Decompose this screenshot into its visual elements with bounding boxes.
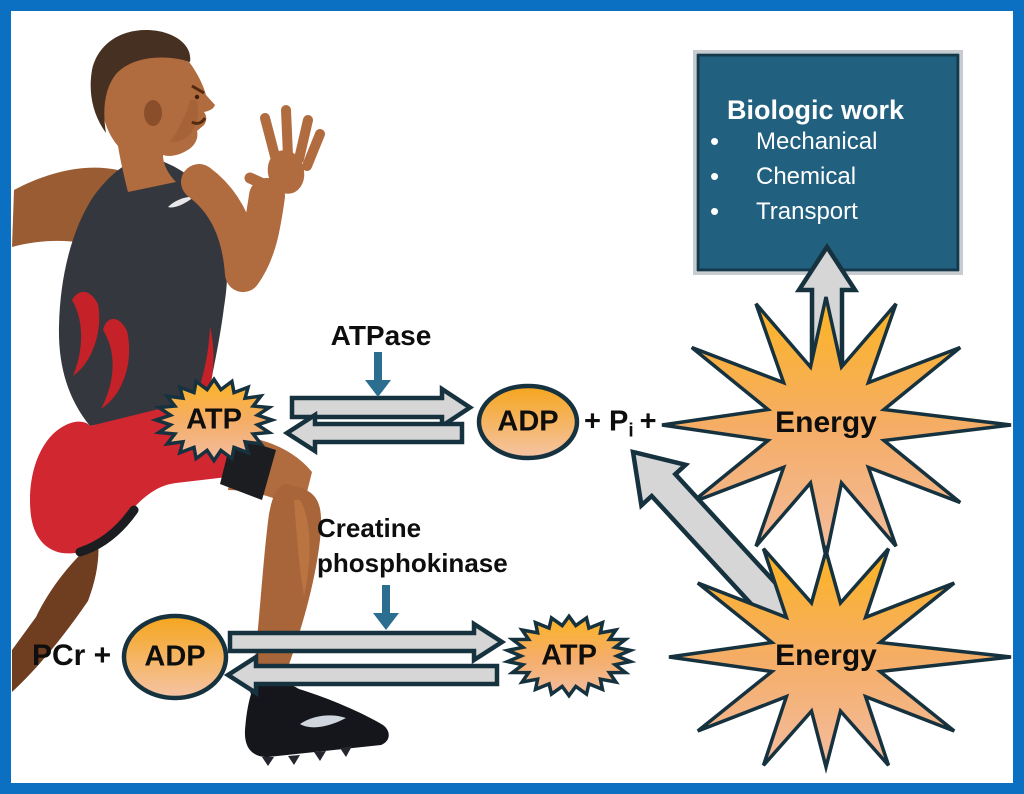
atp-burst-top [150, 376, 278, 464]
cpk-enzyme-line1: Creatine [317, 513, 422, 543]
runner-hair [90, 30, 191, 133]
runner-ear [144, 100, 162, 126]
energy-label-bottom: Energy [775, 639, 877, 672]
atpase-down-arrow [365, 352, 391, 397]
runner-mouth [191, 117, 207, 125]
atp-burst-bottom [501, 613, 637, 699]
runner-brow [191, 84, 205, 95]
adp-oval-bottom [121, 613, 229, 701]
cpk-enzyme-label: Creatine phosphokinase [317, 511, 508, 581]
cpk-enzyme-line2: phosphokinase [317, 548, 508, 578]
phosphate-prefix: + P [584, 405, 629, 438]
phosphate-label: + Pi+ [584, 406, 657, 443]
runner-torso [58, 156, 228, 426]
list-item: • Chemical [710, 159, 877, 194]
adp-oval-top [476, 383, 580, 461]
pcr-forward-arrow [227, 619, 507, 665]
runner-flame-accent [101, 318, 130, 409]
adp-to-atp-arrow [282, 410, 465, 456]
shoe-logo [300, 715, 346, 728]
shoe-spikes [262, 746, 352, 766]
adp-label-top: ADP [497, 405, 559, 438]
runner-shorts-stripe [75, 505, 139, 557]
biologic-work-title: Biologic work [727, 95, 905, 125]
bullet-icon: • [710, 196, 720, 226]
energy-burst-bottom [668, 544, 1012, 774]
runner-eye [194, 94, 200, 100]
phosphate-suffix: + [639, 405, 657, 438]
list-item: • Transport [710, 194, 877, 229]
list-item-label: Transport [756, 197, 858, 225]
chest-logo [168, 196, 194, 208]
atp-label-top: ATP [186, 403, 242, 436]
atp-to-adp-arrow [289, 384, 475, 431]
runner-cheek-shade [170, 100, 198, 143]
list-item-label: Mechanical [756, 127, 878, 155]
phosphate-subscript: i [628, 420, 634, 442]
energy-label-top: Energy [775, 406, 877, 439]
biologic-work-list: • Mechanical • Chemical • Transport [710, 124, 877, 229]
list-item: • Mechanical [710, 124, 877, 159]
runner-fingers [260, 105, 325, 171]
cpk-down-arrow [373, 585, 399, 630]
atpase-enzyme-label: ATPase [330, 320, 432, 351]
bullet-icon: • [710, 161, 720, 191]
pcr-label: PCr + [32, 639, 112, 672]
runner-flame-accent [196, 326, 214, 402]
runner-rear-leg [12, 538, 99, 692]
list-item-label: Chemical [756, 162, 857, 190]
runner-thumb [244, 172, 278, 194]
atp-label-bottom: ATP [541, 639, 597, 672]
bullet-icon: • [710, 126, 720, 156]
runner-calf-highlight [294, 500, 310, 596]
pcr-reverse-arrow [223, 652, 500, 698]
adp-label-bottom: ADP [144, 640, 206, 673]
runner-flame-accent [72, 291, 100, 376]
runner-front-arm [181, 164, 285, 292]
